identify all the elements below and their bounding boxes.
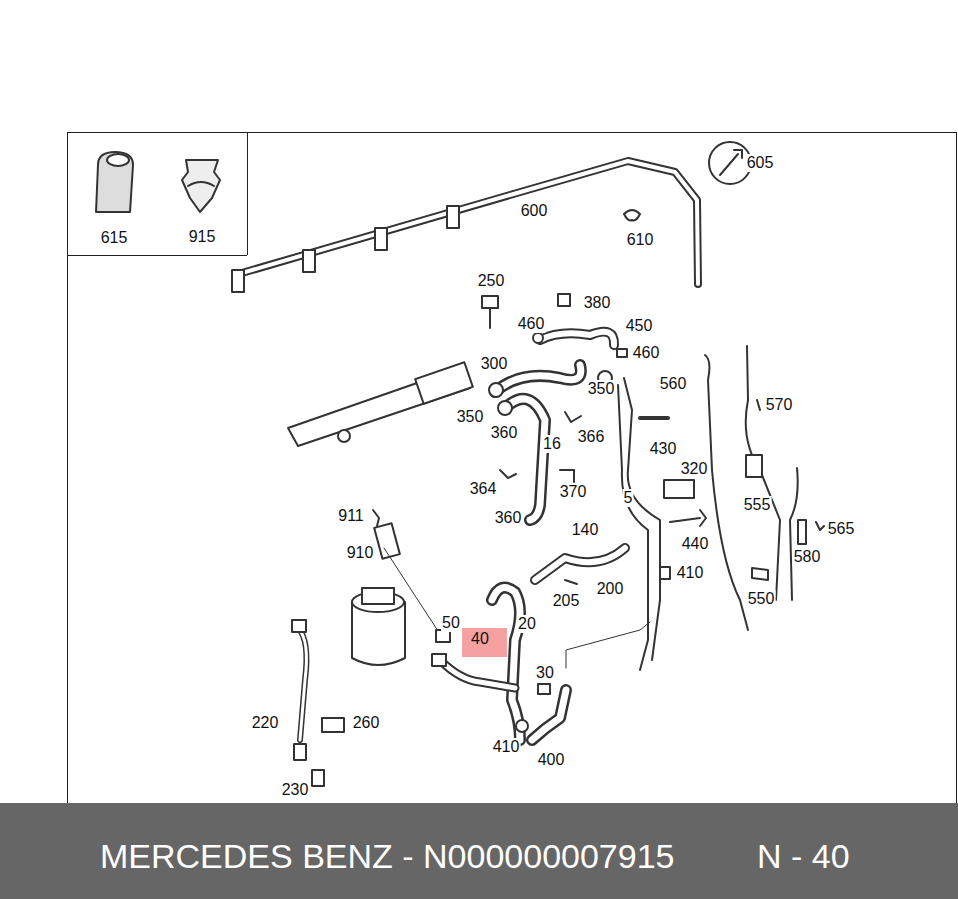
callout-number: 460 <box>517 315 546 333</box>
callout-number: 20 <box>517 615 537 633</box>
callout-number: 350 <box>587 380 616 398</box>
callout-number: 300 <box>480 355 509 373</box>
footer-text: N - 40 <box>757 838 850 875</box>
callout-number: 220 <box>251 714 280 732</box>
callout-number: 450 <box>625 317 654 335</box>
callout-number: 410 <box>676 564 705 582</box>
callout-number: 460 <box>632 344 661 362</box>
callout-number: 230 <box>281 781 310 799</box>
callout-number: 140 <box>571 521 600 539</box>
callout-number: 430 <box>649 440 678 458</box>
callout-number: 570 <box>765 396 794 414</box>
footer-text: MERCEDES BENZ - N000000007915 <box>100 838 675 875</box>
callout-number: 320 <box>680 460 709 478</box>
callout-number: 600 <box>520 202 549 220</box>
footer-band-ground <box>0 803 958 899</box>
callout-number: 205 <box>552 592 581 610</box>
clip-icon <box>182 160 220 212</box>
callout-number: 610 <box>626 231 655 249</box>
callout-number: 360 <box>490 424 519 442</box>
inset-box: 615 <box>67 132 154 255</box>
callout-number: 50 <box>441 614 461 632</box>
callout-number: 380 <box>583 294 612 312</box>
callout-number: 200 <box>596 580 625 598</box>
callout-number: 360 <box>494 509 523 527</box>
inset-divider <box>67 255 247 256</box>
callout-number: 350 <box>456 408 485 426</box>
callout-number: 911 <box>337 507 365 525</box>
callout-number: 565 <box>827 520 856 538</box>
callout-number: 5 <box>623 489 634 507</box>
callout-number: 560 <box>659 375 688 393</box>
inset-box: 915 <box>154 132 247 255</box>
callout-number: 605 <box>746 154 775 172</box>
callout-number: 440 <box>681 535 710 553</box>
callout-number: 366 <box>577 428 606 446</box>
injector-line <box>235 161 698 284</box>
callout-number: 410 <box>492 738 521 756</box>
callout-number: 40 <box>471 630 489 648</box>
diagram-frame <box>68 133 957 804</box>
callout-number: 910 <box>346 544 375 562</box>
callout-number: 550 <box>747 590 776 608</box>
callout-number: 555 <box>743 496 772 514</box>
highlight-box: 40 <box>462 628 507 657</box>
callout-number: 400 <box>537 751 566 769</box>
callout-number: 30 <box>535 664 555 682</box>
callout-number: 260 <box>352 714 381 732</box>
callout-number: 16 <box>542 435 562 453</box>
fuel-filter <box>352 588 405 665</box>
callout-number: 250 <box>477 272 506 290</box>
inset-divider <box>247 132 248 255</box>
footer-band: MERCEDES BENZ - N000000007915 N - 40 <box>0 803 958 899</box>
callout-number: 370 <box>559 483 588 501</box>
callout-number: 615 <box>101 229 128 247</box>
clip-icon <box>96 152 133 212</box>
callout-number: 915 <box>189 228 216 246</box>
callout-number: 364 <box>469 480 498 498</box>
callout-number: 580 <box>793 548 822 566</box>
